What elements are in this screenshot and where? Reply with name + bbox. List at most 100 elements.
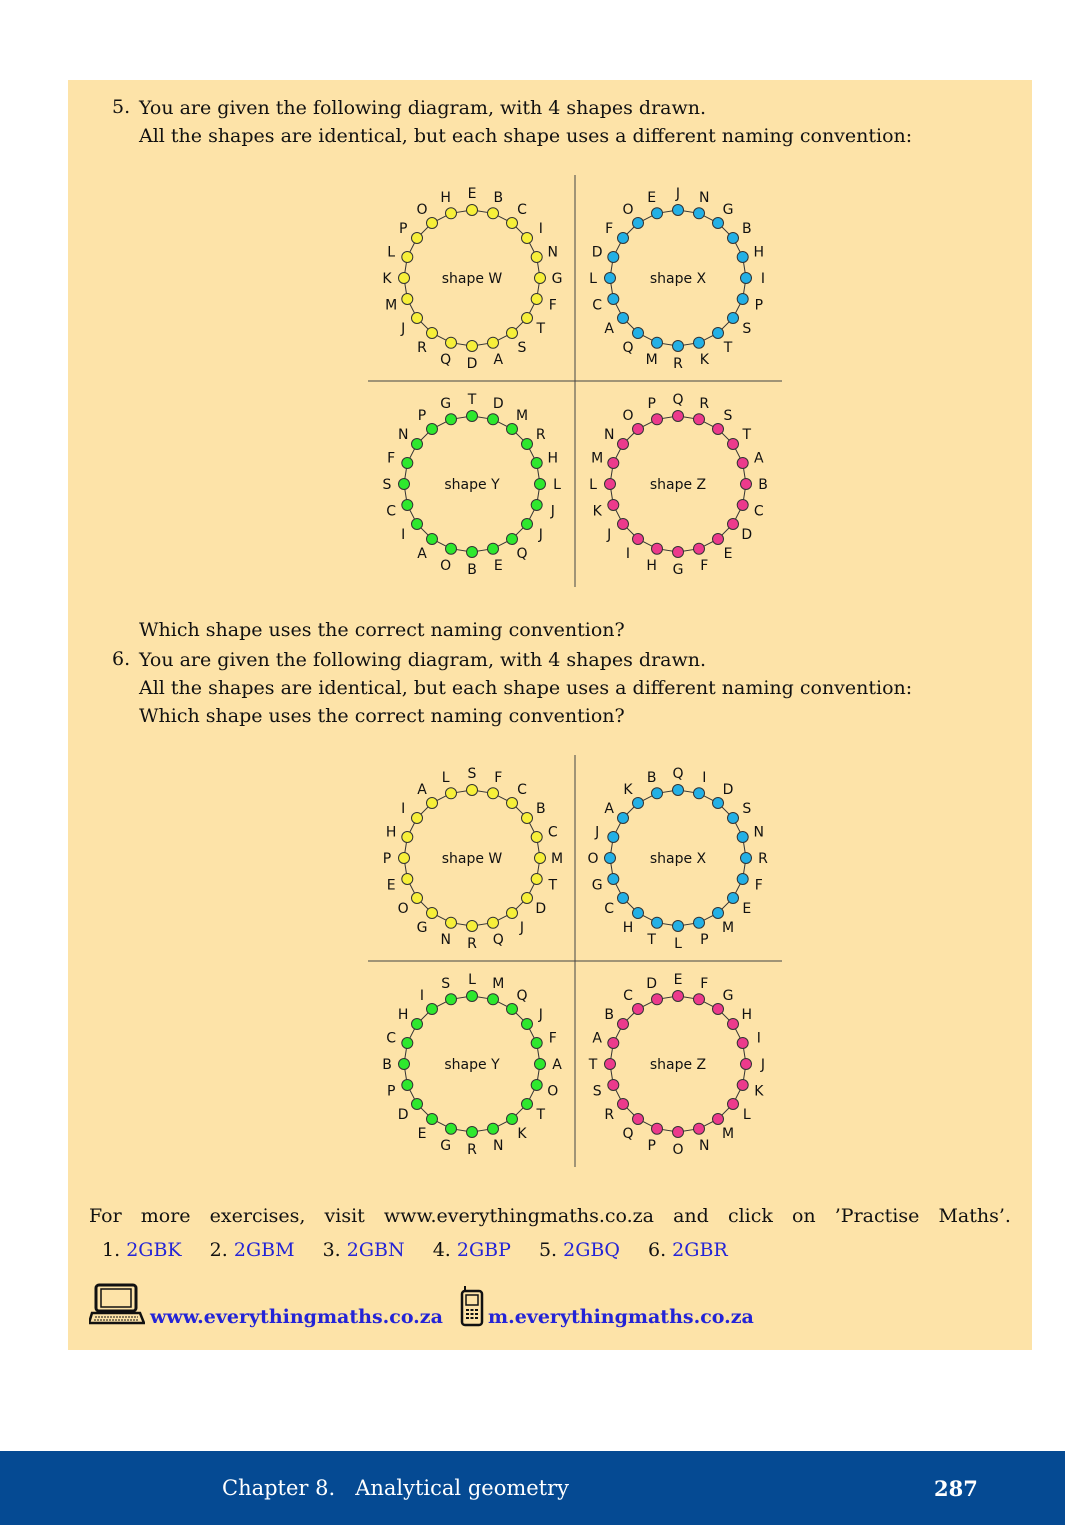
vertex-dot (736, 873, 749, 885)
vertex-label: C (592, 297, 602, 313)
vertex-label: G (723, 988, 734, 1004)
vertex-label: M (722, 1126, 734, 1142)
vertex-label: O (622, 202, 633, 218)
vertex-dot (521, 232, 533, 244)
vertex-label: P (647, 396, 655, 412)
vertex-dot (727, 1098, 739, 1110)
vertex-label: E (742, 901, 751, 917)
vertex-label: N (440, 932, 450, 948)
vertex-dot (693, 1122, 705, 1135)
shape-label: shape Y (444, 477, 500, 493)
vertex-dot (651, 336, 663, 349)
vertex-label: Q (516, 988, 527, 1004)
vertex-dot (521, 1018, 533, 1030)
web-link[interactable]: www.everythingmaths.co.za (150, 1306, 443, 1328)
vertex-dot (411, 1098, 423, 1110)
vertex-label: T (536, 1107, 546, 1123)
vertex-dot (672, 546, 684, 558)
vertex-label: P (647, 1138, 655, 1154)
vertex-label: S (383, 477, 392, 493)
vertex-label: R (467, 936, 477, 952)
vertex-dot (411, 438, 423, 450)
vertex-label: A (494, 352, 504, 368)
vertex-dot (426, 327, 438, 339)
vertex-label: L (442, 770, 450, 786)
more-word: more (140, 1205, 191, 1227)
vertex-label: E (468, 186, 477, 202)
vertex-dot (534, 478, 546, 490)
vertex-label: D (741, 527, 752, 543)
vertex-label: J (606, 527, 611, 543)
code-link[interactable]: 2GBM (233, 1239, 295, 1261)
vertex-dot (693, 336, 705, 349)
vertex-dot (466, 784, 478, 796)
vertex-dot (530, 499, 543, 511)
vertex-dot (651, 916, 663, 929)
code-link[interactable]: 2GBQ (563, 1239, 620, 1261)
vertex-dot (530, 1037, 543, 1049)
code-link[interactable]: 2GBK (126, 1239, 182, 1261)
vertex-dot (632, 1113, 644, 1125)
code-link[interactable]: 2GBP (456, 1239, 511, 1261)
vertex-dot (530, 831, 543, 843)
vertex-dot (466, 410, 478, 422)
vertex-label: H (548, 451, 559, 467)
vertex-dot (401, 1079, 414, 1091)
vertex-label: J (550, 503, 555, 519)
more-word: exercises, (209, 1205, 306, 1227)
vertex-dot (506, 1113, 518, 1125)
vertex-dot (712, 423, 724, 435)
vertex-label: P (399, 221, 407, 237)
vertex-label: A (417, 546, 427, 562)
vertex-label: K (517, 1126, 527, 1142)
vertex-label: B (647, 770, 657, 786)
vertex-dot (445, 542, 457, 555)
vertex-dot (651, 1122, 663, 1135)
mobile-link[interactable]: m.everythingmaths.co.za (488, 1306, 754, 1328)
code-link[interactable]: 2GBR (672, 1239, 728, 1261)
vertex-label: A (604, 801, 614, 817)
vertex-dot (632, 907, 644, 919)
shape-label: shape Z (650, 1057, 706, 1073)
vertex-dot (740, 1058, 752, 1070)
vertex-label: I (761, 271, 765, 287)
vertex-dot (727, 438, 739, 450)
vertex-dot (607, 831, 620, 843)
vertex-dot (727, 812, 739, 824)
vertex-dot (411, 312, 423, 324)
vertex-label: Q (440, 352, 451, 368)
vertex-label: J (519, 920, 524, 936)
vertex-dot (712, 907, 724, 919)
code-item: 3. 2GBN (323, 1239, 405, 1261)
vertex-dot (672, 990, 684, 1002)
vertex-label: F (549, 1031, 557, 1047)
vertex-dot (727, 892, 739, 904)
vertex-dot (426, 217, 438, 229)
vertex-label: J (675, 186, 680, 202)
more-word: visit (324, 1205, 365, 1227)
vertex-dot (521, 892, 533, 904)
vertex-label: F (605, 221, 613, 237)
code-link[interactable]: 2GBN (346, 1239, 405, 1261)
vertex-label: B (467, 562, 477, 578)
vertex-dot (487, 207, 499, 220)
vertex-label: N (699, 1138, 709, 1154)
code-number: 5. (538, 1239, 558, 1261)
vertex-dot (727, 232, 739, 244)
exercise-panel (68, 80, 1032, 1350)
more-url: www.everythingmaths.co.za (383, 1205, 655, 1227)
vertex-dot (693, 542, 705, 555)
code-item: 4. 2GBP (433, 1239, 511, 1261)
vertex-label: G (723, 202, 734, 218)
vertex-label: H (754, 245, 765, 261)
vertex-label: T (467, 392, 477, 408)
vertex-dot (445, 916, 457, 929)
vertex-label: I (401, 527, 405, 543)
vertex-label: S (742, 801, 751, 817)
page-footer: Chapter 8. Analytical geometry 287 (0, 1451, 1065, 1525)
vertex-dot (712, 1003, 724, 1015)
vertex-label: M (492, 976, 504, 992)
vertex-label: H (386, 825, 397, 841)
